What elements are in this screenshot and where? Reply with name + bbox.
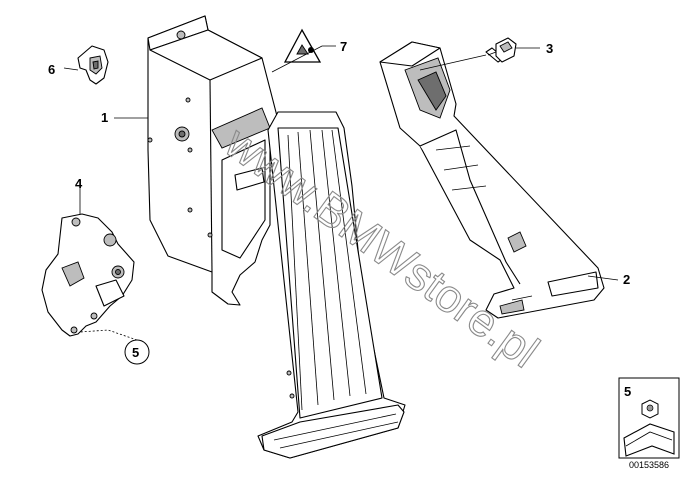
leader-lines xyxy=(63,45,619,341)
pedal-pad-part[interactable] xyxy=(257,111,406,459)
callout-4: 4 xyxy=(75,176,83,191)
callout-5: 5 xyxy=(132,345,139,360)
callout-1: 1 xyxy=(101,110,108,125)
diagram-id: 00153586 xyxy=(628,460,670,470)
warning-label-part[interactable] xyxy=(283,28,322,63)
callout-6: 6 xyxy=(48,62,55,77)
legend-box: 5 xyxy=(618,377,680,459)
legend-number: 5 xyxy=(624,384,631,399)
callout-2: 2 xyxy=(623,272,630,287)
callout-3: 3 xyxy=(546,41,553,56)
pedal-module-part[interactable] xyxy=(379,41,605,319)
pedal-bracket-part[interactable] xyxy=(147,15,279,306)
clip-part[interactable] xyxy=(77,45,109,85)
bolt-part[interactable] xyxy=(485,37,517,63)
callout-7: 7 xyxy=(340,39,347,54)
legend-arrow-icon xyxy=(623,423,675,457)
sensor-holder-part[interactable] xyxy=(41,213,135,337)
